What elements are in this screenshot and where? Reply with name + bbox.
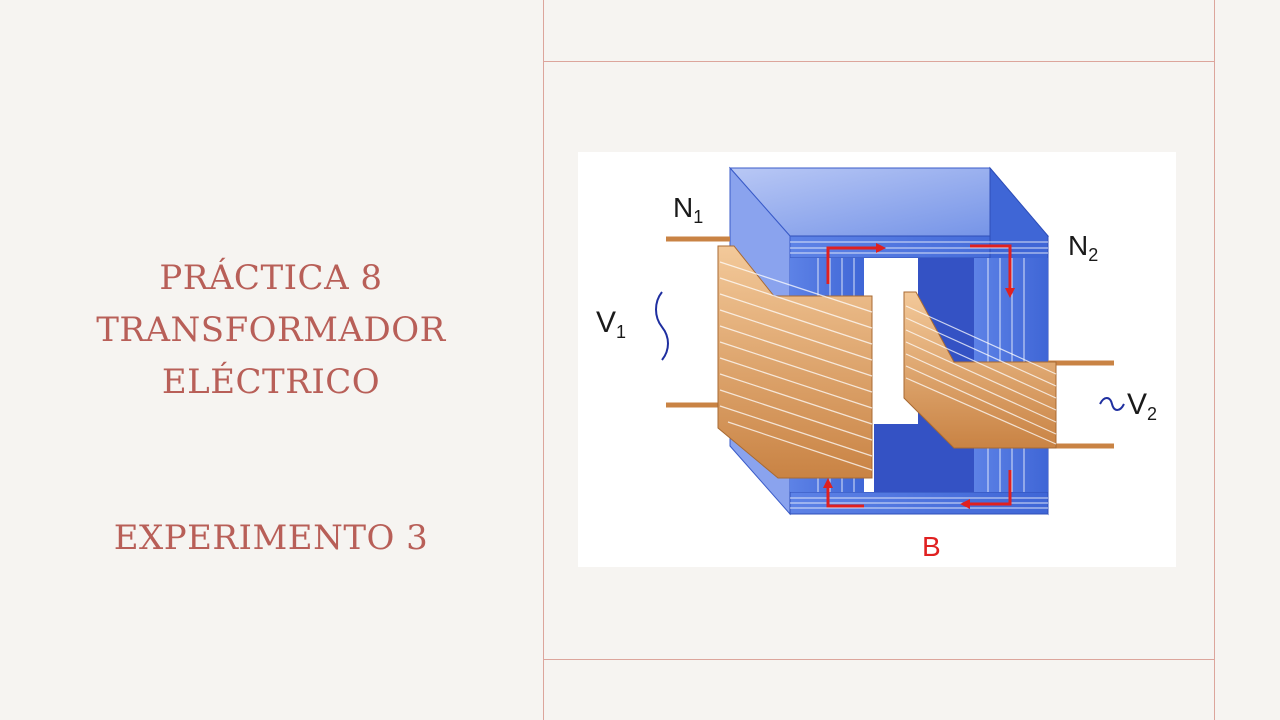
ac-source-v2-icon: [1099, 397, 1125, 411]
flux-path: [823, 243, 1015, 509]
transformer-diagram: N1 N2 V1 V2 B: [578, 152, 1176, 567]
transformer-svg: N1 N2 V1 V2 B: [596, 166, 1157, 562]
title-line-3: ELÉCTRICO: [161, 362, 381, 402]
label-n1: N1: [673, 192, 703, 227]
label-b: B: [922, 531, 941, 562]
secondary-coil: [903, 291, 1114, 449]
title-line-1: PRÁCTICA 8: [159, 258, 383, 298]
ac-source-v1-icon: [655, 291, 669, 361]
primary-coil: [666, 236, 873, 479]
label-v1: V1: [596, 306, 626, 342]
frame-line-left: [543, 0, 544, 720]
slide-title: PRÁCTICA 8 TRANSFORMADOR ELÉCTRICO: [40, 252, 502, 408]
frame-line-top: [543, 61, 1215, 62]
frame-line-right: [1214, 0, 1215, 720]
title-line-2: TRANSFORMADOR: [96, 310, 446, 350]
label-v2: V2: [1127, 388, 1157, 424]
slide-subtitle: EXPERIMENTO 3: [113, 518, 429, 558]
frame-line-bottom: [543, 659, 1215, 660]
label-n2: N2: [1068, 230, 1098, 265]
